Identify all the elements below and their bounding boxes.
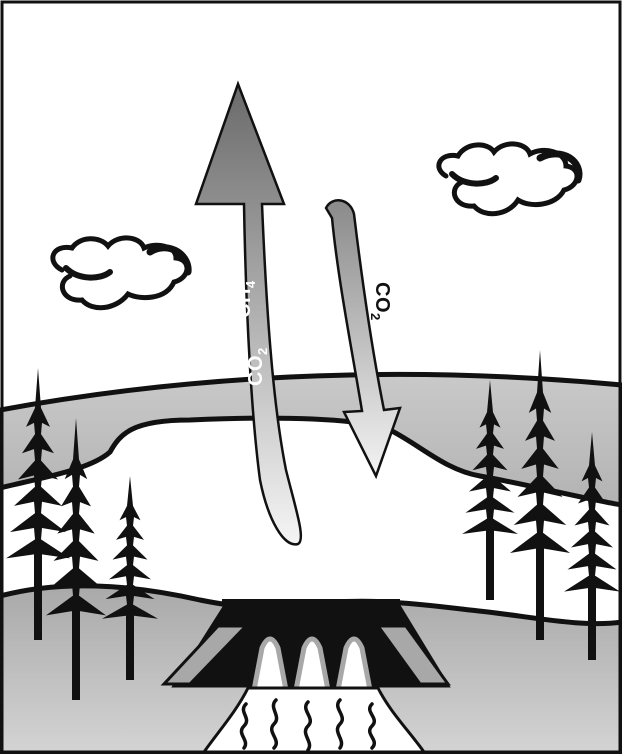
reservoir-emissions-diagram: CH4 CO2 CO2 bbox=[0, 0, 622, 754]
